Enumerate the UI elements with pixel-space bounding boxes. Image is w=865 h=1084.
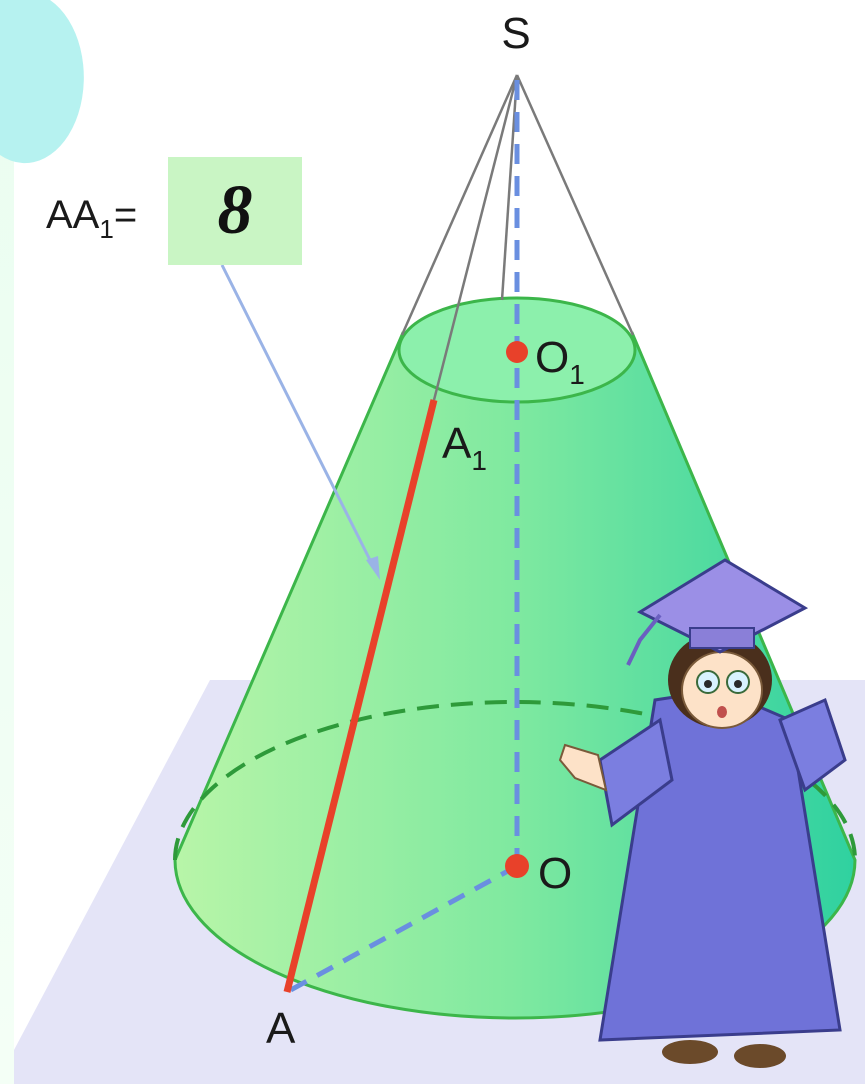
corner-circle <box>0 0 84 164</box>
label-s: S <box>501 9 530 58</box>
left-strip <box>0 0 14 1084</box>
pointer-arrow <box>220 264 380 580</box>
label-o: O <box>538 849 572 898</box>
segment-aa1 <box>283 399 438 993</box>
base-back-dashed <box>173 700 857 861</box>
graduate-character <box>558 558 847 1068</box>
answer-box: 8 <box>168 157 302 265</box>
center-dot-top <box>506 341 528 363</box>
radius-dashed <box>285 863 519 995</box>
formula-label: AA1= <box>46 193 137 244</box>
label-o1: O1 <box>535 333 585 390</box>
label-a1: A1 <box>442 419 487 476</box>
center-dot-bottom <box>505 854 529 878</box>
label-a: A <box>266 1004 296 1053</box>
answer-value: 8 <box>217 172 253 249</box>
